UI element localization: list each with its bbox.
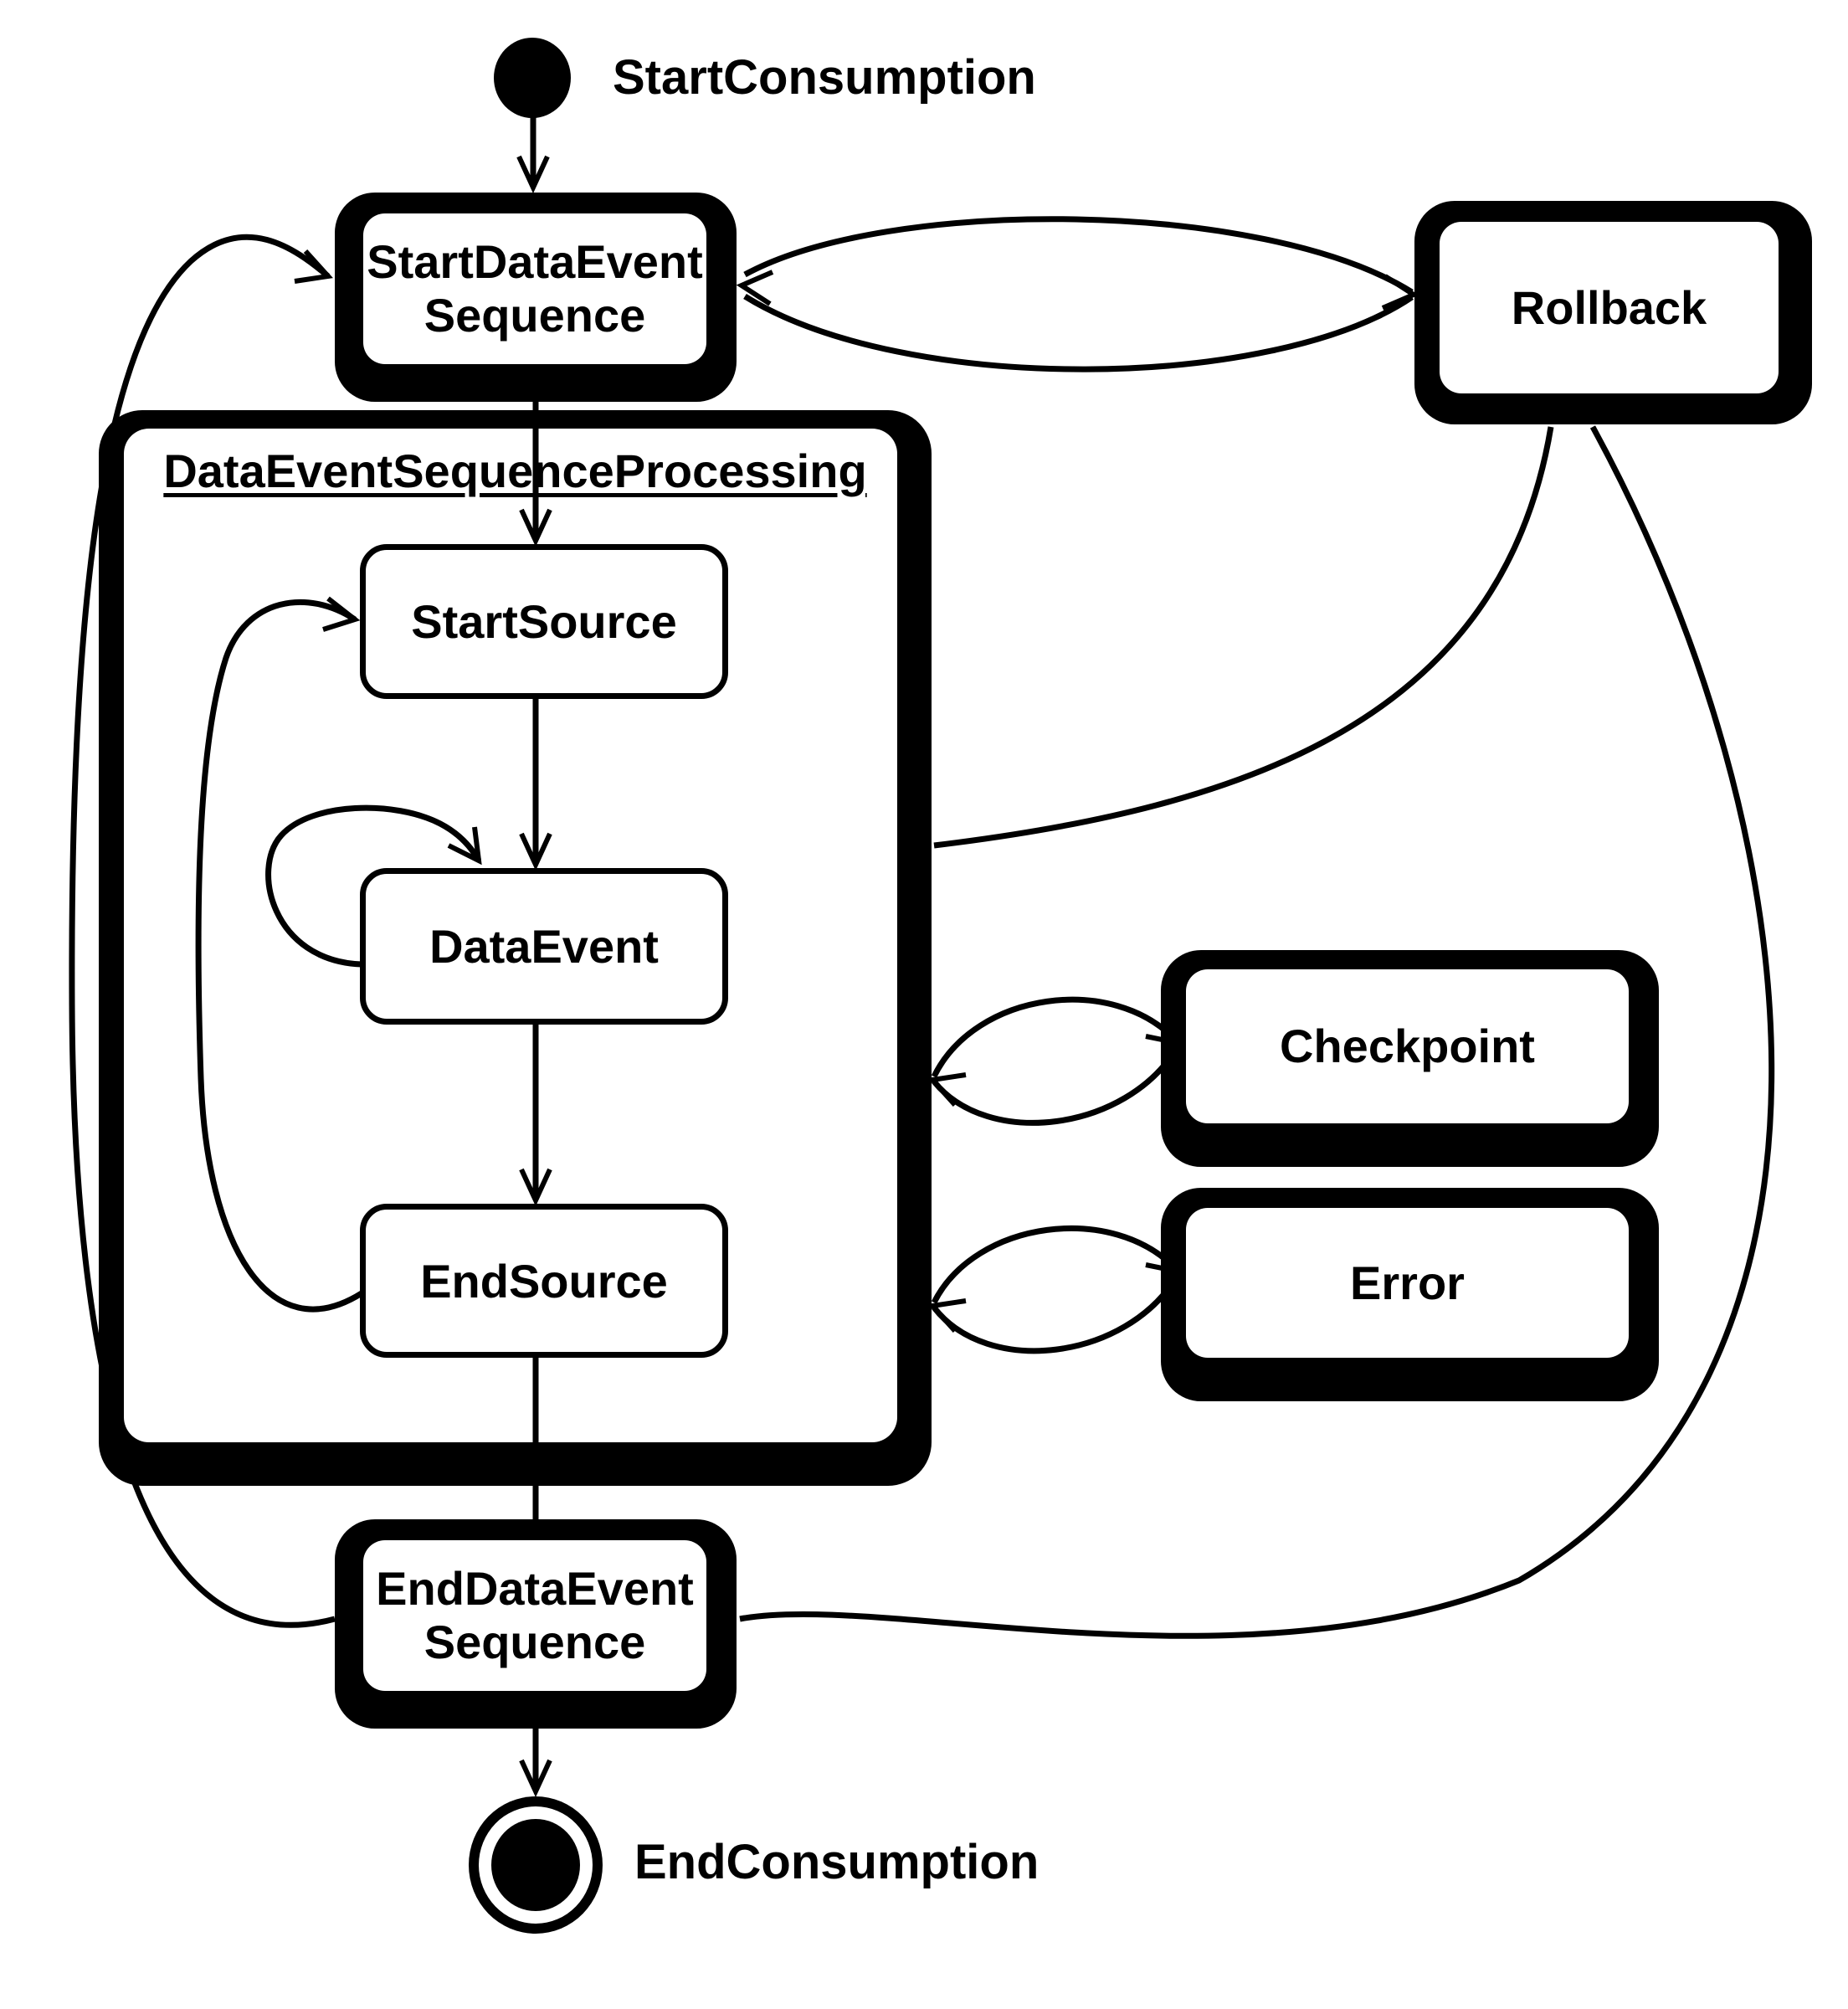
state-label-line: Sequence bbox=[424, 289, 646, 342]
arrowhead bbox=[927, 1072, 967, 1107]
composite-state-title: DataEventSequenceProcessing bbox=[163, 444, 867, 497]
arrowhead bbox=[736, 270, 774, 306]
final-state-node bbox=[469, 1796, 603, 1934]
state-start-data-event-sequence: StartDataEvent Sequence bbox=[335, 193, 737, 402]
edge-error-to-processing bbox=[932, 1275, 1179, 1354]
state-label-line: EndDataEvent bbox=[376, 1562, 694, 1615]
sub-state-label: StartSource bbox=[411, 595, 677, 648]
sub-state-label: DataEvent bbox=[429, 920, 659, 973]
edge-startsequence-to-rollback bbox=[743, 216, 1414, 295]
sub-state-end-source: EndSource bbox=[360, 1204, 728, 1358]
edge-rollback-to-startsequence bbox=[743, 294, 1414, 373]
start-consumption-label: StartConsumption bbox=[613, 50, 1036, 105]
state-label: Error bbox=[1350, 1256, 1465, 1309]
state-label: Rollback bbox=[1511, 280, 1707, 334]
arrowhead bbox=[1381, 274, 1419, 311]
end-consumption-label: EndConsumption bbox=[634, 1835, 1040, 1889]
state-label: Checkpoint bbox=[1280, 1020, 1535, 1072]
state-label-line: StartDataEvent bbox=[367, 235, 703, 288]
edge-processing-to-checkpoint bbox=[931, 996, 1179, 1078]
initial-state-node bbox=[494, 38, 571, 118]
arrowhead bbox=[294, 249, 333, 284]
arrowhead bbox=[516, 155, 550, 194]
state-checkpoint: Checkpoint bbox=[1161, 950, 1659, 1167]
state-rollback: Rollback bbox=[1414, 201, 1812, 424]
arrowhead bbox=[927, 1298, 967, 1333]
edge-rollback-to-processing bbox=[933, 426, 1554, 849]
final-state-core bbox=[491, 1819, 580, 1911]
arrowhead bbox=[519, 1759, 552, 1798]
sub-state-data-event: DataEvent bbox=[360, 868, 728, 1025]
edge-checkpoint-to-processing bbox=[932, 1046, 1179, 1126]
sub-state-start-source: StartSource bbox=[360, 544, 728, 699]
state-end-data-event-sequence: EndDataEvent Sequence bbox=[335, 1519, 737, 1729]
state-label-line: Sequence bbox=[424, 1616, 646, 1668]
sub-state-label: EndSource bbox=[420, 1254, 668, 1308]
edge-processing-to-error bbox=[931, 1225, 1179, 1304]
state-error: Error bbox=[1161, 1188, 1659, 1401]
